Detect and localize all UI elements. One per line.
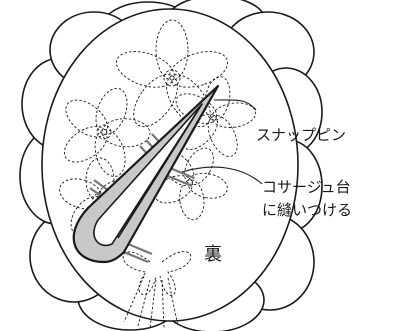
back-side-label: 裏 bbox=[204, 244, 222, 265]
sew-to-base-leader-line bbox=[181, 166, 263, 185]
sew-to-base-label-line2: に縫いつける bbox=[262, 201, 352, 219]
sew-to-base-label-line1: コサージュ台 bbox=[262, 178, 351, 196]
snap-pin-label: スナップピン bbox=[256, 126, 346, 144]
snap-pin-leader-line bbox=[213, 99, 257, 111]
snap-pin bbox=[72, 84, 220, 264]
